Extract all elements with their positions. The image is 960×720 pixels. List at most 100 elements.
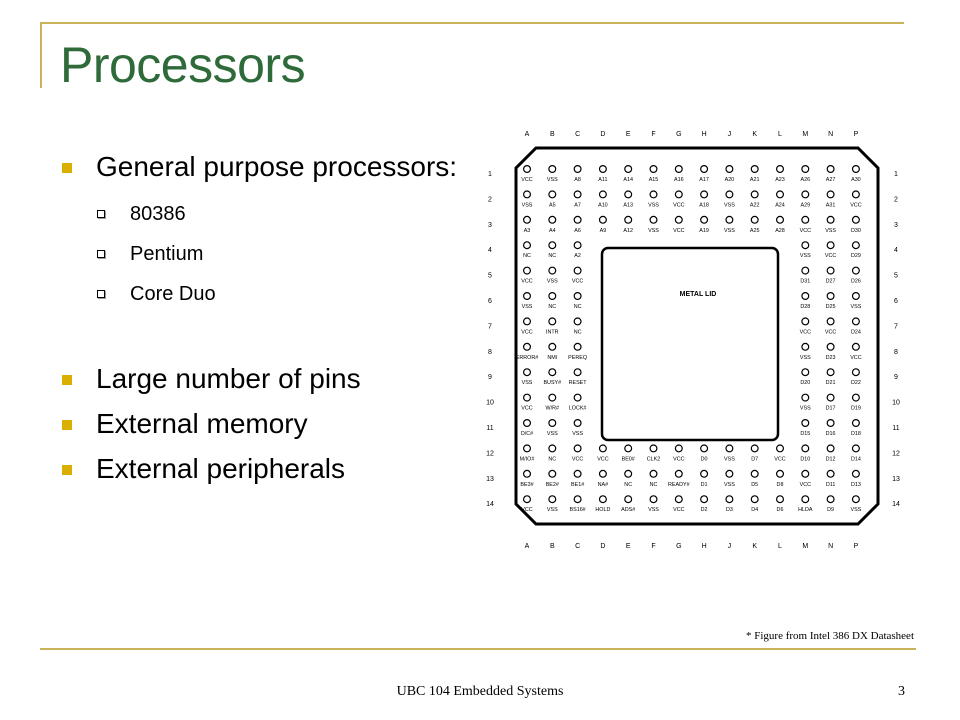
- row-label: 2: [488, 196, 492, 203]
- sub-bullet-list: 80386 Pentium Core Duo: [62, 194, 482, 314]
- pin-label: D24: [851, 329, 861, 335]
- row-label: 12: [486, 450, 494, 457]
- pin-label: VCC: [572, 456, 583, 462]
- pin-label: VSS: [547, 177, 558, 183]
- pin-label: VSS: [648, 228, 659, 234]
- pin-circle: [624, 444, 633, 453]
- pin-circle: [573, 495, 582, 504]
- footer-text: UBC 104 Embedded Systems: [396, 684, 564, 699]
- pin-label: VSS: [724, 228, 735, 234]
- pin-circle: [522, 215, 531, 224]
- row-label: 11: [486, 425, 493, 432]
- pin-circle: [776, 164, 785, 173]
- pin-circle: [851, 190, 860, 199]
- column-label: K: [752, 131, 757, 138]
- row-label: 10: [892, 400, 900, 407]
- pin-circle: [851, 368, 860, 377]
- pin-label: LOCK#: [569, 406, 587, 412]
- sub-bullet-80386: 80386: [96, 194, 482, 234]
- pin-label: VSS: [547, 279, 558, 285]
- pin-label: D29: [851, 253, 861, 259]
- pin-circle: [801, 444, 810, 453]
- pin-circle: [801, 317, 810, 326]
- pin-circle: [826, 266, 835, 275]
- row-label: 1: [894, 171, 898, 178]
- pin-circle: [700, 190, 709, 199]
- pin-circle: [700, 469, 709, 478]
- pin-label: VCC: [673, 228, 684, 234]
- pin-circle: [649, 215, 658, 224]
- pin-label: BE2#: [546, 482, 559, 488]
- frame-bottom-line: [40, 648, 916, 650]
- pin-circle: [851, 469, 860, 478]
- column-label: N: [828, 543, 833, 550]
- pin-label: D11: [826, 482, 836, 488]
- pin-circle: [573, 342, 582, 351]
- sub-bullet-text: 80386: [130, 203, 186, 225]
- pin-label: D27: [826, 279, 836, 285]
- bullet-text: Large number of pins: [96, 363, 361, 394]
- pin-circle: [548, 342, 557, 351]
- bullet-text: General purpose processors:: [96, 151, 458, 182]
- pin-circle: [548, 469, 557, 478]
- pin-circle: [522, 444, 531, 453]
- bullet-memory: External memory: [62, 407, 482, 441]
- row-label: 9: [488, 374, 492, 381]
- pin-circle: [548, 292, 557, 301]
- pin-label: VSS: [851, 507, 862, 513]
- pin-label: D14: [851, 456, 861, 462]
- pin-label: D28: [800, 304, 810, 310]
- column-label: J: [728, 543, 732, 550]
- pin-label: INTR: [546, 329, 559, 335]
- column-label: J: [728, 131, 732, 138]
- pin-label: D31: [800, 279, 810, 285]
- column-label: N: [828, 131, 833, 138]
- pin-label: D21: [826, 380, 836, 386]
- pin-label: NC: [624, 482, 632, 488]
- pin-label: VSS: [800, 355, 811, 361]
- pin-circle: [776, 444, 785, 453]
- pin-label: D25: [826, 304, 836, 310]
- pin-label: D0: [701, 456, 708, 462]
- pin-label: VCC: [800, 482, 811, 488]
- pin-label: CLK2: [647, 456, 661, 462]
- pin-circle: [801, 164, 810, 173]
- pin-label: D1: [701, 482, 708, 488]
- row-label: 8: [488, 349, 492, 356]
- pin-circle: [548, 317, 557, 326]
- pin-circle: [801, 495, 810, 504]
- pin-label: VSS: [800, 253, 811, 259]
- bullet-list: General purpose processors: 80386 Pentiu…: [62, 150, 482, 497]
- pin-label: D5: [751, 482, 758, 488]
- pin-circle: [522, 317, 531, 326]
- sub-bullet-core-duo: Core Duo: [96, 274, 482, 314]
- pin-circle: [649, 444, 658, 453]
- pin-label: A23: [775, 177, 785, 183]
- pin-circle: [522, 393, 531, 402]
- pin-circle: [826, 419, 835, 428]
- pin-label: D7: [751, 456, 758, 462]
- bullet-gap: [62, 314, 482, 362]
- column-label: D: [600, 131, 605, 138]
- pin-circle: [826, 444, 835, 453]
- pin-label: VSS: [724, 202, 735, 208]
- chip-outline: [514, 146, 880, 526]
- pin-circle: [573, 469, 582, 478]
- row-label: 5: [894, 273, 898, 280]
- pin-circle: [598, 469, 607, 478]
- pin-label: VCC: [597, 456, 608, 462]
- pin-circle: [826, 164, 835, 173]
- pin-label: A22: [750, 202, 760, 208]
- pin-circle: [725, 164, 734, 173]
- pin-circle: [522, 164, 531, 173]
- pin-circle: [826, 241, 835, 250]
- pin-circle: [801, 469, 810, 478]
- pin-label: RESET: [569, 380, 588, 386]
- pin-circle: [548, 215, 557, 224]
- pin-label: A11: [598, 177, 607, 183]
- pin-label: VSS: [724, 456, 735, 462]
- pin-label: D8: [777, 482, 784, 488]
